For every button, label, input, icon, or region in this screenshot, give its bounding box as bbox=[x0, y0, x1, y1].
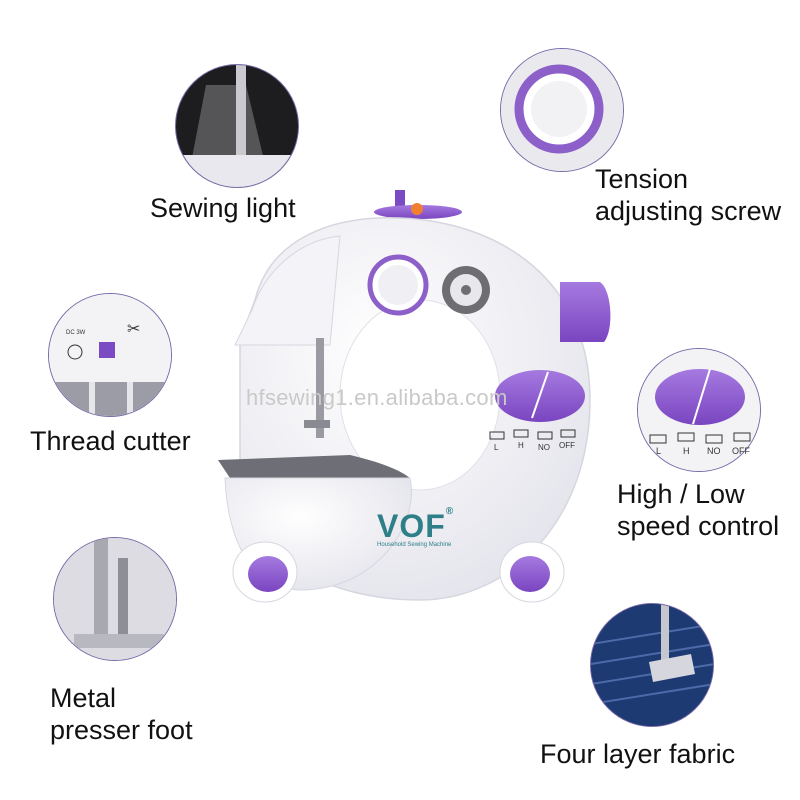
sewing-light-photo bbox=[175, 64, 299, 188]
watermark: hfsewing1.en.alibaba.com bbox=[246, 385, 508, 410]
sewing-light-label: Sewing light bbox=[150, 193, 296, 223]
speed-label-off: OFF bbox=[559, 441, 575, 450]
svg-text:✂: ✂ bbox=[127, 319, 140, 338]
speed-photo-label-l: L bbox=[656, 446, 662, 456]
presser-foot-label-line1: Metal bbox=[50, 683, 117, 713]
tension-dial bbox=[367, 254, 429, 316]
sewing-bed bbox=[218, 455, 410, 478]
needle-assembly bbox=[304, 338, 330, 438]
speed-indicators bbox=[489, 429, 576, 440]
tension-label-line1: Tension bbox=[595, 164, 689, 194]
thread-cutter-label: Thread cutter bbox=[30, 426, 191, 456]
bobbin-winder bbox=[442, 266, 490, 314]
speed-photo-label-no: NO bbox=[707, 446, 721, 456]
fabric-photo bbox=[590, 603, 714, 727]
machine-head bbox=[234, 235, 341, 346]
speed-label-l: L bbox=[494, 443, 499, 452]
handwheel-cap bbox=[560, 282, 611, 342]
spool-pin bbox=[374, 190, 462, 220]
speed-switch bbox=[495, 370, 585, 422]
speed-label-h: H bbox=[518, 441, 524, 450]
tension-label-line2: adjusting screw bbox=[595, 196, 782, 226]
speed-label-line1: High / Low bbox=[617, 479, 745, 509]
speed-photo-label-off: OFF bbox=[732, 446, 750, 456]
tension-photo bbox=[500, 48, 624, 172]
fabric-label: Four layer fabric bbox=[540, 739, 736, 769]
thread-cutter-photo: ✂ bbox=[48, 293, 172, 417]
speed-label-no: NO bbox=[538, 443, 550, 452]
speed-photo-label-h: H bbox=[683, 446, 690, 456]
speed-control-photo bbox=[637, 348, 761, 472]
thread-cutter-panel-text: DC 3W bbox=[66, 330, 86, 336]
machine-feet bbox=[232, 541, 565, 603]
presser-foot-label-line2: presser foot bbox=[50, 715, 193, 745]
brand-tagline: Household Sewing Machine bbox=[377, 542, 452, 548]
presser-foot-photo bbox=[53, 537, 177, 661]
brand-logo: VOF® bbox=[377, 506, 455, 544]
speed-label-line2: speed control bbox=[617, 511, 780, 541]
